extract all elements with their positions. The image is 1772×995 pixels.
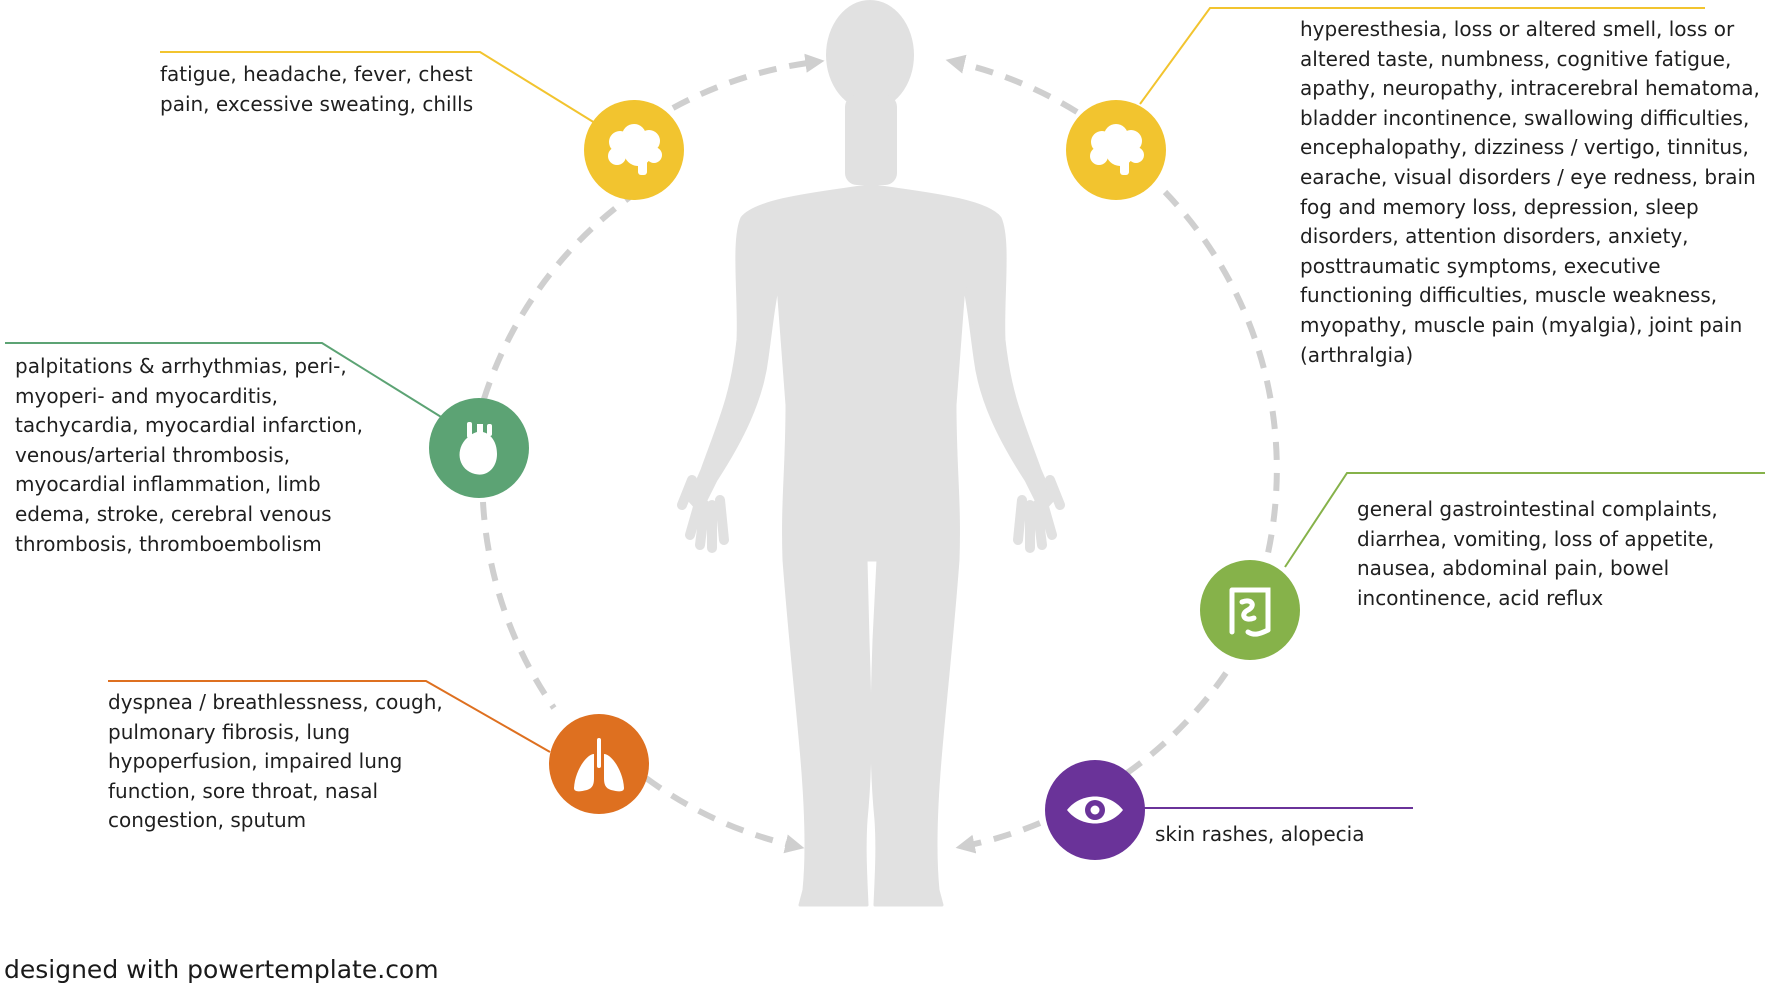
ring-arc-right-lower <box>1125 671 1229 776</box>
ring-arc-left-lower <box>480 501 557 710</box>
ring-arc-top-right <box>945 54 1079 115</box>
ring-arc-bottom-left <box>644 775 805 854</box>
dashed-ring <box>480 53 1280 854</box>
heart-icon <box>459 422 497 475</box>
brain-icon <box>608 124 662 175</box>
symptom-text-gastrointestinal: general gastrointestinal complaints, dia… <box>1357 497 1718 610</box>
symptom-text-respiratory: dyspnea / breathlessness, cough, pulmona… <box>108 690 443 833</box>
intestine-icon <box>1229 587 1271 637</box>
symptom-node-cardiovascular <box>429 398 529 498</box>
symptom-node-neurological <box>1066 100 1166 200</box>
leader-line-gastrointestinal <box>1284 472 1765 568</box>
ring-arc-bottom-right <box>955 820 1042 854</box>
symptom-node-respiratory <box>549 714 649 814</box>
silhouette-neck <box>845 95 897 185</box>
leader-line-respiratory <box>108 680 551 753</box>
eye-icon <box>1067 796 1123 824</box>
silhouette-left-hand <box>677 475 729 553</box>
symptom-text-neurological: hyperesthesia, loss or altered smell, lo… <box>1300 17 1760 367</box>
ring-arc-left <box>480 187 642 403</box>
ring-arc-right <box>1162 189 1280 567</box>
brain-icon <box>1090 124 1144 175</box>
leader-line-cardiovascular <box>5 342 447 421</box>
ring-arc-top-left <box>671 53 825 111</box>
silhouette-head <box>826 0 914 110</box>
lungs-icon <box>574 738 624 792</box>
symptom-node-gastrointestinal <box>1200 560 1300 660</box>
symptom-text-dermatological: skin rashes, alopecia <box>1155 822 1365 846</box>
symptom-node-dermatological <box>1045 760 1145 860</box>
credit-footer: designed with powertemplate.com <box>4 955 439 984</box>
symptom-text-cardiovascular: palpitations & arrhythmias, peri-, myope… <box>15 354 364 556</box>
leader-line-general <box>160 51 596 124</box>
human-silhouette <box>677 0 1065 907</box>
symptom-text-general: fatigue, headache, fever, chest pain, ex… <box>160 62 474 116</box>
leader-line-neurological <box>1139 7 1705 105</box>
leader-lines <box>5 7 1765 809</box>
silhouette-body <box>687 146 1055 907</box>
silhouette-right-hand <box>1013 475 1065 553</box>
symptom-node-general <box>584 100 684 200</box>
